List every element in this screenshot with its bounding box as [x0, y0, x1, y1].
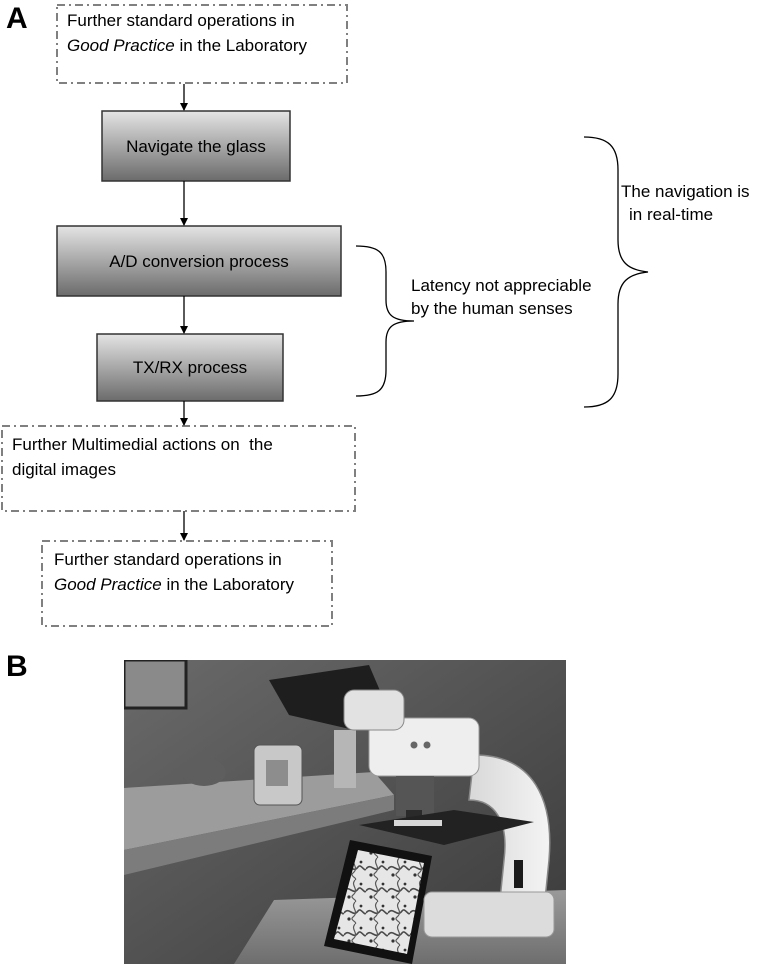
microscope-photo: [124, 660, 566, 964]
bottom-standard-ops-text: Further standard operations in Good Prac…: [54, 547, 330, 597]
multimedia-actions-box: [1, 425, 356, 512]
photo-objectives: [396, 776, 434, 816]
realtime-note: The navigation is in real-time: [621, 180, 750, 226]
multimedia-actions-text: Further Multimedial actions on the digit…: [12, 432, 352, 482]
photo-hat-object: [182, 758, 226, 786]
photo-counter: [124, 772, 394, 850]
latency-note-line1: Latency not appreciable: [411, 276, 592, 295]
realtime-note-line2: in real-time: [629, 205, 714, 224]
bottom-standard-ops-box: [41, 540, 333, 627]
panel-b-label: B: [6, 650, 28, 683]
top-good-practice-italic: Good Practice: [67, 36, 175, 55]
photo-tablet-screen: [334, 850, 424, 954]
bottom-standard-ops-line2: Good Practice in the Laboratory: [54, 572, 330, 597]
photo-head-button-2: [423, 741, 431, 749]
navigate-glass-box: [101, 110, 291, 182]
microscope-photo-illustration: [124, 660, 566, 964]
navigate-glass-label: Navigate the glass: [126, 136, 266, 156]
photo-slide: [394, 820, 442, 826]
photo-base-knob: [514, 860, 523, 888]
top-standard-ops-text: Further standard operations in Good Prac…: [67, 8, 345, 58]
photo-jar-label: [266, 760, 288, 786]
ad-conversion-box: [56, 225, 342, 297]
ad-conversion-label: A/D conversion process: [109, 251, 289, 271]
latency-note-line2: by the human senses: [411, 299, 573, 318]
photo-eyepiece-tube: [343, 689, 405, 731]
photo-stand: [334, 730, 356, 788]
flowchart-graphics: [1, 4, 649, 627]
txrx-label: TX/RX process: [132, 358, 248, 377]
photo-microscope-base: [423, 891, 555, 938]
top-standard-ops-box: [56, 4, 348, 84]
top-standard-ops-line2-rest: in the Laboratory: [174, 36, 308, 55]
txrx-box: [96, 333, 284, 402]
photo-counter-front: [124, 795, 394, 875]
multimedia-line2: digital images: [12, 460, 116, 479]
bottom-standard-ops-line2-rest: in the Laboratory: [161, 575, 295, 594]
photo-stage: [359, 810, 534, 845]
photo-head-button-1: [410, 741, 418, 749]
bottom-good-practice-italic: Good Practice: [54, 575, 162, 594]
top-standard-ops-line1: Further standard operations in: [67, 11, 295, 30]
top-standard-ops-line2: Good Practice in the Laboratory: [67, 33, 345, 58]
photo-microscope-arm: [468, 754, 551, 911]
latency-brace: [355, 245, 415, 397]
bottom-standard-ops-line1: Further standard operations in: [54, 550, 282, 569]
photo-wall-monitor: [124, 660, 188, 710]
multimedia-line1: Further Multimedial actions on the: [12, 435, 273, 454]
latency-note: Latency not appreciable by the human sen…: [411, 274, 592, 320]
panel-a-label: A: [6, 2, 28, 35]
realtime-note-line1: The navigation is: [621, 182, 750, 201]
realtime-brace: [583, 136, 649, 408]
